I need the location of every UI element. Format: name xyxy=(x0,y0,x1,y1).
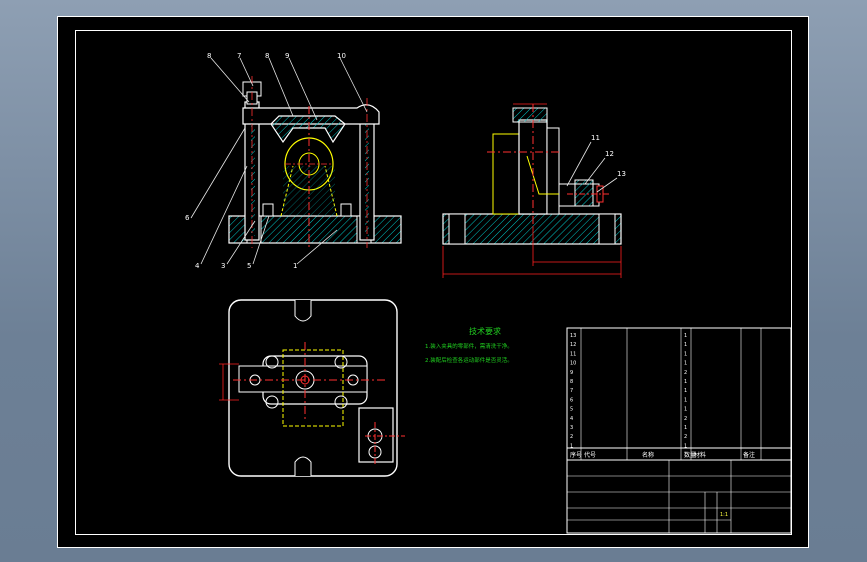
bom-cell-qty: 2 xyxy=(684,416,687,422)
bom-cell-no: 6 xyxy=(570,397,573,403)
bom-cell-no: 5 xyxy=(570,407,573,413)
callout-7: 7 xyxy=(237,52,241,60)
bom-header-no: 序号 xyxy=(570,451,582,459)
bom-cell-no: 7 xyxy=(570,388,573,394)
assembly-drawing: 技术要求 1.装入夹具的零部件，需清洗干净。 2.装配后检查各运动部件是否灵活。 xyxy=(185,52,792,534)
side-view xyxy=(442,103,622,278)
callout-13: 13 xyxy=(617,170,626,178)
callout-11: 11 xyxy=(591,134,600,142)
scale-value: 1:1 xyxy=(720,512,728,518)
tech-requirements: 技术要求 1.装入夹具的零部件，需清洗干净。 2.装配后检查各运动部件是否灵活。 xyxy=(425,326,513,364)
bom-cell-qty: 2 xyxy=(684,434,687,440)
bom-cell-qty: 1 xyxy=(684,425,687,431)
bom-cell-no: 8 xyxy=(570,379,573,385)
bom-header-mat: 材料 xyxy=(694,451,706,459)
bom-cell-qty: 1 xyxy=(684,397,687,403)
callout-5: 5 xyxy=(247,262,251,270)
callout-3: 3 xyxy=(221,262,225,270)
callout-8: 8 xyxy=(265,52,269,60)
bom-header-code: 代号 xyxy=(584,451,596,459)
bom-cell-qty: 1 xyxy=(684,342,687,348)
callout-9: 9 xyxy=(285,52,289,60)
side-base xyxy=(442,213,622,245)
callout-1: 1 xyxy=(293,262,297,270)
callout-6: 6 xyxy=(185,214,190,222)
bom-cell-no: 11 xyxy=(570,351,576,357)
bom-cell-no: 12 xyxy=(570,342,576,348)
bom-header-note: 备注 xyxy=(743,451,755,459)
side-workpiece xyxy=(492,133,520,215)
bom-cell-no: 13 xyxy=(570,333,576,339)
bom-cell-qty: 1 xyxy=(684,351,687,357)
callout-4: 4 xyxy=(195,262,200,270)
bom-cell-no: 9 xyxy=(570,370,573,376)
callout-10: 10 xyxy=(337,52,346,60)
top-view xyxy=(219,299,405,477)
front-view xyxy=(190,57,402,265)
drawing-border-outer xyxy=(57,16,809,548)
callout-8: 8 xyxy=(207,52,211,60)
bom-cell-qty: 1 xyxy=(684,407,687,413)
top-side-clamp xyxy=(358,407,394,463)
v-clamp xyxy=(270,115,346,144)
tech-req-line: 1.装入夹具的零部件，需清洗干净。 xyxy=(425,342,513,350)
bom-cell-qty: 1 xyxy=(684,388,687,394)
tech-req-line: 2.装配后检查各运动部件是否灵活。 xyxy=(425,356,513,364)
tech-req-title: 技术要求 xyxy=(469,326,501,336)
bom-header-qty: 数量 xyxy=(684,451,696,459)
cad-viewport[interactable]: 技术要求 1.装入夹具的零部件，需清洗干净。 2.装配后检查各运动部件是否灵活。 xyxy=(57,16,809,548)
bom-cell-qty: 1 xyxy=(684,443,687,449)
bom-cell-qty: 1 xyxy=(684,361,687,367)
drawing-border-inner xyxy=(75,30,792,535)
bom-cell-no: 4 xyxy=(570,416,573,422)
bom-cell-no: 10 xyxy=(570,361,576,367)
bom-cell-qty: 1 xyxy=(684,379,687,385)
bom-cell-no: 3 xyxy=(570,425,573,431)
bom-cell-qty: 1 xyxy=(684,333,687,339)
side-clamp xyxy=(574,179,594,207)
bom-header-name: 名称 xyxy=(642,451,654,459)
callout-12: 12 xyxy=(605,150,614,158)
bom-cell-qty: 2 xyxy=(684,370,687,376)
bom-cell-no: 2 xyxy=(570,434,573,440)
bom-cell-no: 1 xyxy=(570,443,573,449)
